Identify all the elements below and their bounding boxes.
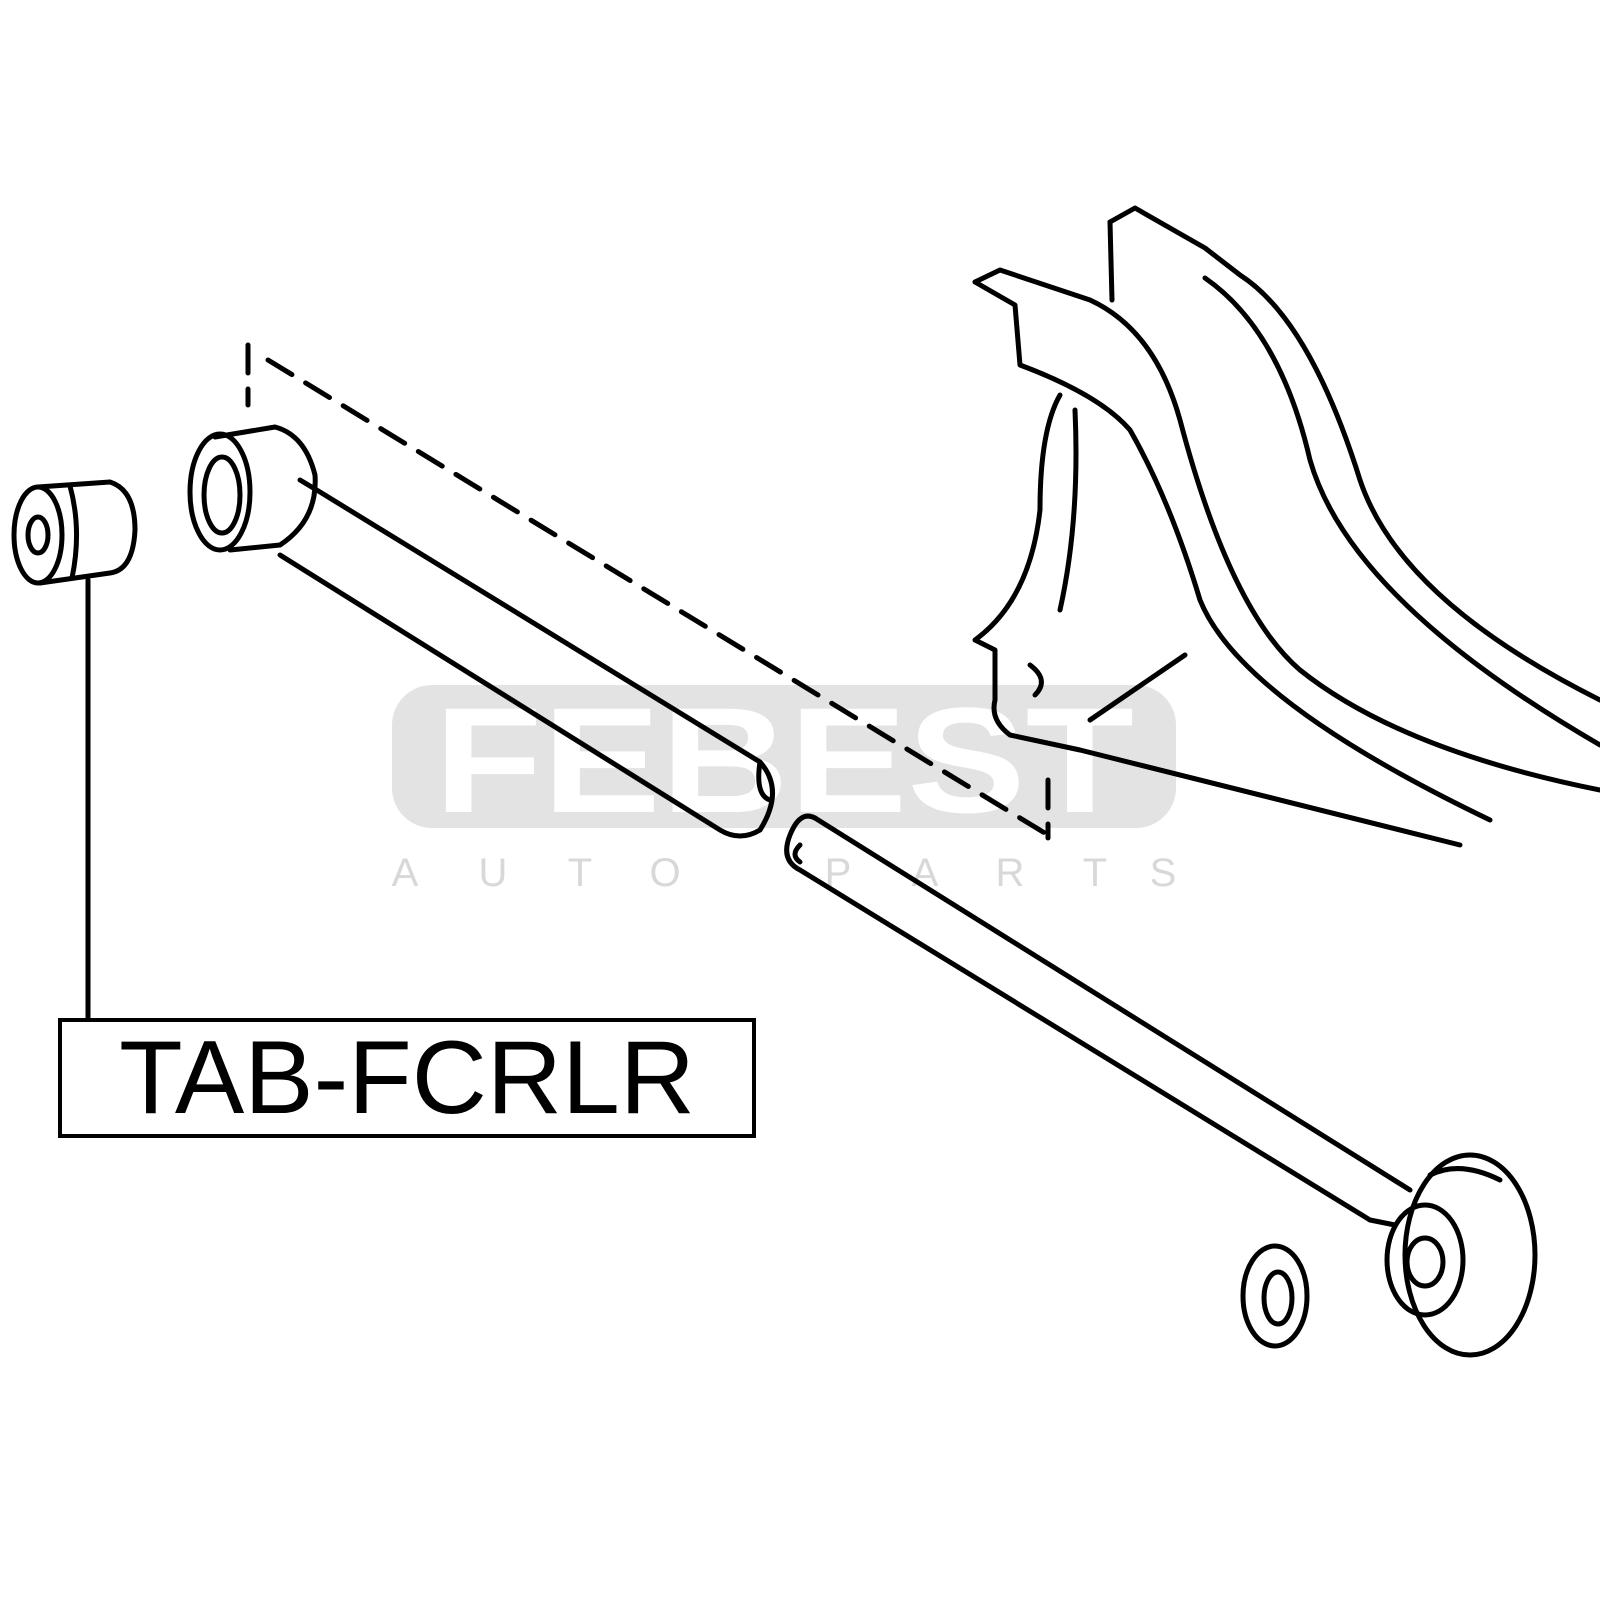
tagline-letter: U <box>479 851 508 895</box>
bushing-part <box>11 479 138 1021</box>
tagline-letter: A <box>392 851 419 895</box>
tagline-letter: S <box>1150 851 1177 895</box>
tagline-letter: R <box>996 851 1025 895</box>
tagline-letter: T <box>568 851 592 895</box>
part-number-label: TAB-FCRLR <box>58 1018 756 1138</box>
control-arm-upper <box>187 424 775 839</box>
body-bracket <box>972 205 1600 848</box>
watermark-brand: FEBEST <box>434 676 1134 844</box>
tagline-letter: T <box>1083 851 1107 895</box>
tagline-letter: O <box>649 851 680 895</box>
control-arm-lower <box>784 813 1538 1358</box>
